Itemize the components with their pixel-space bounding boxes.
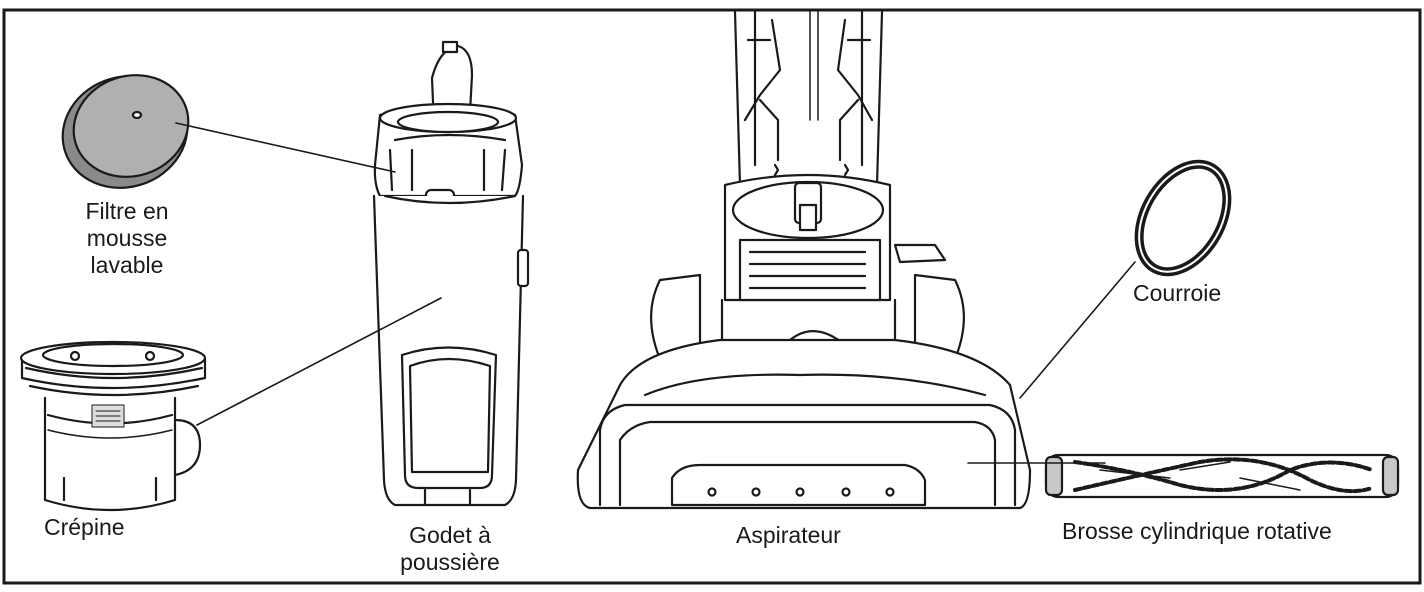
vacuum-illustration bbox=[576, 10, 1032, 510]
dust-cup-illustration bbox=[372, 40, 530, 507]
leader-belt bbox=[1019, 261, 1136, 399]
label-foam-filter-line-3: lavable bbox=[90, 252, 164, 278]
foam-filter-illustration bbox=[61, 74, 190, 189]
brushroll-illustration bbox=[1044, 453, 1400, 499]
label-belt: Courroie bbox=[1133, 280, 1222, 306]
label-foam-filter-line-1: Filtre en bbox=[85, 198, 169, 224]
label-foam-filter-line-2: mousse bbox=[86, 225, 168, 251]
label-dust-cup-line-2: poussière bbox=[400, 549, 500, 575]
strainer-illustration bbox=[19, 340, 207, 512]
label-dust-cup: Godet à poussière bbox=[385, 522, 515, 576]
label-vacuum: Aspirateur bbox=[736, 522, 841, 548]
belt-illustration bbox=[1134, 159, 1232, 277]
leader-strainer bbox=[196, 297, 442, 426]
leader-foam-filter bbox=[175, 122, 396, 173]
label-dust-cup-line-1: Godet à bbox=[409, 522, 491, 548]
label-strainer: Crépine bbox=[44, 514, 125, 540]
label-foam-filter: Filtre en mousse lavable bbox=[72, 198, 182, 279]
label-brushroll: Brosse cylindrique rotative bbox=[1062, 518, 1332, 544]
